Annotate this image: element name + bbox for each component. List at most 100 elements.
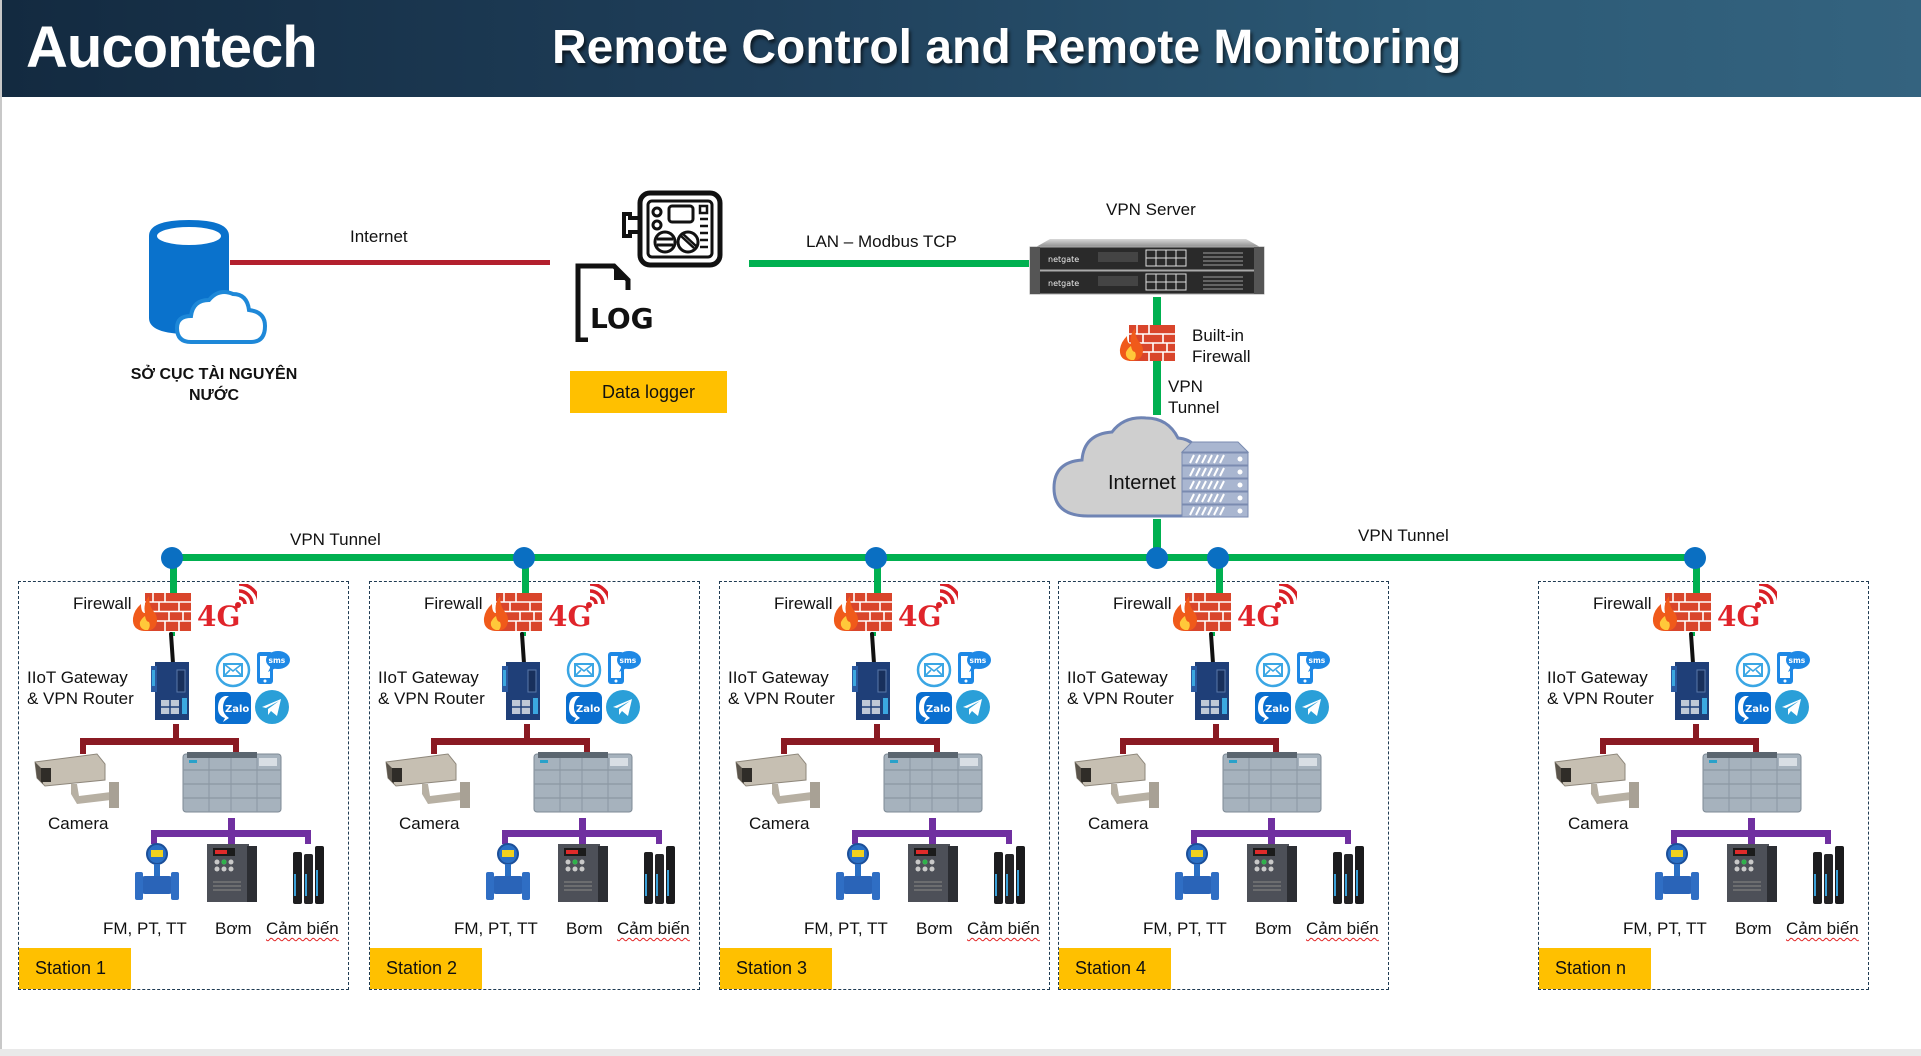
- svg-text:sms: sms: [970, 656, 987, 665]
- header-bar: Aucontech Remote Control and Remote Moni…: [2, 0, 1921, 97]
- sensor-probes-icon: [1811, 844, 1847, 906]
- device-label-pump: Bơm: [916, 919, 953, 938]
- camera-label: Camera: [1568, 814, 1629, 833]
- pump-inverter-icon: [906, 842, 960, 906]
- backbone-node-station-1: [161, 547, 183, 569]
- svg-text:netgate: netgate: [1048, 279, 1079, 288]
- svg-text:4G: 4G: [1237, 600, 1280, 630]
- camera-label: Camera: [399, 814, 460, 833]
- camera-label: Camera: [749, 814, 810, 833]
- field-bus-sensor-drop: [1825, 830, 1831, 844]
- plc-controller-icon: [181, 750, 283, 816]
- ethernet-bus-plc-drop: [233, 738, 239, 752]
- device-label-pump: Bơm: [215, 919, 252, 938]
- station-firewall-icon: [1651, 592, 1713, 632]
- ethernet-bus-line: [781, 738, 940, 745]
- zalo-icon: Zalo: [914, 690, 954, 726]
- vpn-tunnel-vertical-label: VPN Tunnel: [1168, 377, 1220, 417]
- flowmeter-icon: [834, 842, 882, 904]
- field-bus-pump-drop: [579, 830, 586, 844]
- ethernet-bus-drop: [173, 724, 179, 742]
- flowmeter-icon: [484, 842, 532, 904]
- svg-text:sms: sms: [269, 656, 286, 665]
- svg-text:4G: 4G: [197, 600, 240, 630]
- field-bus-drop: [228, 818, 235, 836]
- gateway-label: IIoT Gateway & VPN Router: [1547, 668, 1654, 708]
- sms-icon: sms: [255, 648, 291, 686]
- field-bus-drop: [929, 818, 936, 836]
- ethernet-bus-camera-drop: [781, 738, 787, 754]
- zalo-icon: Zalo: [1733, 690, 1773, 726]
- builtin-firewall-label: Built-in Firewall: [1192, 326, 1251, 366]
- device-label-instruments: FM, PT, TT: [804, 919, 888, 938]
- field-bus-sensor-drop: [305, 830, 311, 844]
- station-uplink-line: [1693, 556, 1700, 594]
- internet-link-line: [230, 260, 550, 265]
- brand-logo-text: Aucontech: [26, 15, 318, 80]
- sensor-probes-icon: [642, 844, 678, 906]
- field-bus-drop: [1268, 818, 1275, 836]
- device-label-sensor: Cảm biến: [266, 919, 339, 938]
- device-label-sensor: Cảm biến: [1786, 919, 1859, 938]
- device-label-sensor: Cảm biến: [967, 919, 1040, 938]
- email-icon: [916, 652, 952, 688]
- cellular-4g-icon: 4G: [1715, 582, 1781, 633]
- backbone-node-station-5: [1684, 547, 1706, 569]
- station-uplink-line: [874, 556, 881, 594]
- camera-icon: [734, 750, 830, 810]
- field-bus-flowmeter-drop: [502, 830, 508, 844]
- station-label: Station 3: [720, 948, 832, 989]
- ethernet-bus-camera-drop: [1120, 738, 1126, 754]
- station-label: Station 2: [370, 948, 482, 989]
- camera-label: Camera: [1088, 814, 1149, 833]
- field-bus-sensor-drop: [1345, 830, 1351, 844]
- station-firewall-icon: [482, 592, 544, 632]
- station-firewall-label: Firewall: [1593, 594, 1652, 613]
- svg-text:4G: 4G: [1717, 600, 1760, 630]
- backbone-label-left: VPN Tunnel: [290, 530, 381, 549]
- pump-inverter-icon: [1725, 842, 1779, 906]
- station-uplink-line: [522, 556, 529, 594]
- zalo-icon: Zalo: [213, 690, 253, 726]
- ethernet-bus-drop: [874, 724, 880, 742]
- field-bus-pump-drop: [1268, 830, 1275, 844]
- camera-icon: [1553, 750, 1649, 810]
- station-box-4: Firewall 4G: [1058, 556, 1389, 990]
- email-icon: [1255, 652, 1291, 688]
- backbone-node-station-3: [865, 547, 887, 569]
- agency-label: SỞ CỤC TÀI NGUYÊN NƯỚC: [130, 366, 298, 404]
- field-bus-sensor-drop: [656, 830, 662, 844]
- ethernet-bus-line: [1600, 738, 1759, 745]
- device-label-pump: Bơm: [1255, 919, 1292, 938]
- plc-controller-icon: [532, 750, 634, 816]
- page-title: Remote Control and Remote Monitoring: [552, 21, 1462, 74]
- iiot-gateway-router-icon: [149, 632, 193, 724]
- ethernet-bus-camera-drop: [1600, 738, 1606, 754]
- station-firewall-icon: [832, 592, 894, 632]
- log-file-icon: LOG: [574, 262, 654, 343]
- email-icon: [215, 652, 251, 688]
- svg-text:Zalo: Zalo: [225, 704, 249, 715]
- svg-text:sms: sms: [1789, 656, 1806, 665]
- ethernet-bus-line: [80, 738, 239, 745]
- vpn-server-label: VPN Server: [1106, 200, 1196, 219]
- ethernet-bus-line: [431, 738, 590, 745]
- ethernet-bus-plc-drop: [584, 738, 590, 752]
- station-firewall-icon: [1171, 592, 1233, 632]
- station-box-3: Firewall 4G: [719, 556, 1050, 990]
- svg-text:Zalo: Zalo: [1265, 704, 1289, 715]
- field-bus-flowmeter-drop: [151, 830, 157, 844]
- pump-inverter-icon: [556, 842, 610, 906]
- telegram-icon: [253, 688, 291, 726]
- iiot-gateway-router-icon: [1669, 632, 1713, 724]
- pump-inverter-icon: [1245, 842, 1299, 906]
- field-bus-drop: [1748, 818, 1755, 836]
- station-label: Station n: [1539, 948, 1651, 989]
- device-label-sensor: Cảm biến: [617, 919, 690, 938]
- email-icon: [566, 652, 602, 688]
- cloud-server-icon: [1050, 412, 1250, 520]
- station-firewall-icon: [131, 592, 193, 632]
- cellular-4g-icon: 4G: [195, 582, 261, 633]
- camera-icon: [33, 750, 129, 810]
